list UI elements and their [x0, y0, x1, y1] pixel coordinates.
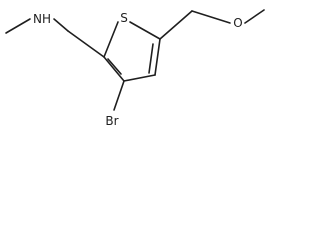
- bond-methyl-n: [5, 18, 31, 34]
- bond-n-ch2: [53, 18, 69, 32]
- bond-c5-c4-inner: [148, 43, 154, 74]
- sulfur-label: S: [120, 11, 128, 25]
- bond-ch2-c2: [67, 30, 105, 58]
- bond-c3-c2: [103, 56, 125, 82]
- bond-c3-c2-inner: [107, 58, 122, 75]
- bromine-label: Br: [105, 114, 118, 128]
- bond-c5-ch2: [159, 10, 193, 40]
- bond-o-methyl: [244, 9, 265, 24]
- molecule-structure: NH S O Br: [5, 9, 265, 128]
- bond-c2-s: [103, 21, 119, 58]
- oxygen-label: O: [233, 16, 242, 30]
- bond-ch2-o: [191, 10, 231, 24]
- bond-c3-br: [113, 80, 125, 111]
- bond-s-c5: [129, 21, 161, 40]
- amine-label: NH: [33, 12, 51, 26]
- bond-c4-c3: [123, 74, 156, 82]
- bond-c5-c4: [154, 38, 161, 76]
